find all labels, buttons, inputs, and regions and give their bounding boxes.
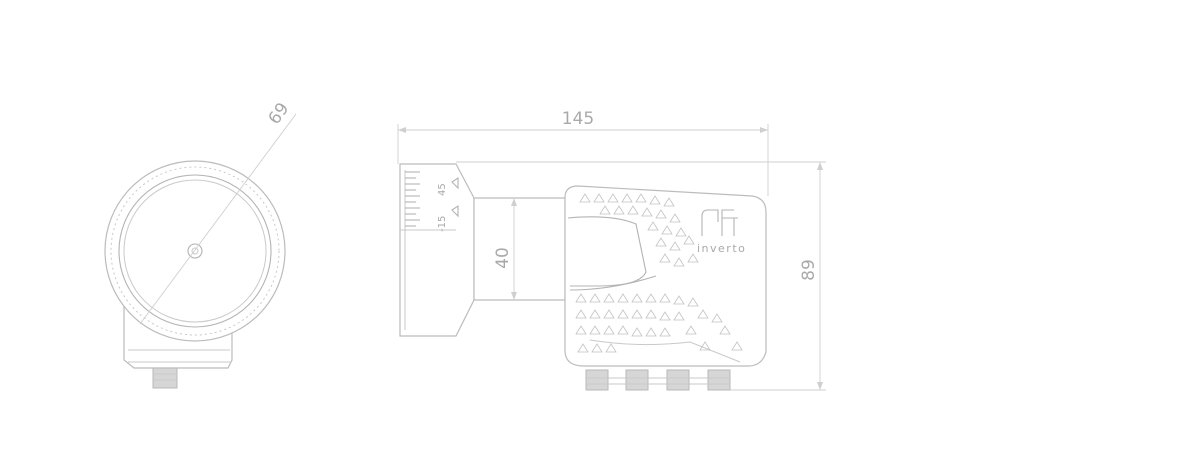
scale-mark-45: 45 (437, 183, 448, 196)
side-view: 45 -15 inverto (397, 109, 826, 391)
front-center-mark (187, 243, 203, 259)
brand-name: inverto (697, 242, 746, 255)
lnb-neck (473, 197, 566, 301)
connector-2 (625, 369, 649, 391)
inverto-logo (701, 209, 738, 236)
dim-neck-group: 40 (493, 198, 517, 300)
scale-ticks (405, 171, 420, 227)
scale-mark-minus15: -15 (437, 216, 448, 232)
connector-4 (707, 369, 731, 391)
dim-height-group: 89 (456, 161, 826, 391)
triangle-pattern (575, 193, 743, 353)
front-view: 69 (104, 99, 297, 389)
dim-length-group: 145 (397, 109, 769, 196)
front-connector (152, 367, 178, 389)
dim-neck-height: 40 (493, 247, 513, 269)
f-connectors (585, 369, 731, 391)
dim-overall-length: 145 (562, 109, 594, 129)
connector-1 (585, 369, 609, 391)
front-outer-ring (104, 160, 286, 342)
dim-overall-height: 89 (799, 259, 819, 281)
connector-3 (666, 369, 690, 391)
diameter-leader (139, 113, 297, 325)
lnb-housing (564, 185, 767, 367)
